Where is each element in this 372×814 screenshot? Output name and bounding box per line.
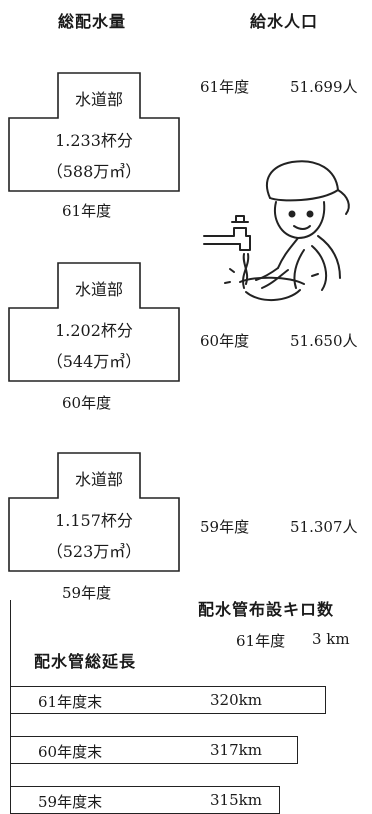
house-outline (8, 262, 180, 382)
volume-label: 水道部 (74, 470, 123, 489)
population-year-60: 60年度 (200, 332, 250, 350)
volume-figure-60: 水道部 1.202杯分 （544万㎥） (8, 262, 180, 382)
length-bar-value: 315km (210, 791, 262, 809)
volume-year-61: 61年度 (62, 202, 112, 220)
header-pipe-length: 配水管総延長 (34, 652, 137, 671)
volume-cups: 1.233杯分 (55, 131, 133, 150)
pipe-km-value: 3 km (312, 630, 350, 648)
house-outline (8, 452, 180, 572)
volume-cups: 1.202杯分 (55, 321, 133, 340)
length-bar: 59年度末 315km (10, 786, 280, 814)
volume-year-59: 59年度 (62, 584, 112, 602)
length-bar-value: 317km (210, 741, 262, 759)
house-outline (8, 72, 180, 192)
length-bar-value: 320km (210, 691, 262, 709)
population-value-60: 51.650人 (290, 332, 358, 350)
population-value-61: 51.699人 (290, 78, 358, 96)
volume-figure-61: 水道部 1.233杯分 （588万㎥） (8, 72, 180, 192)
length-bar-year: 61年度末 (38, 693, 103, 711)
volume-year-60: 60年度 (62, 394, 112, 412)
volume-m3: （544万㎥） (46, 352, 142, 371)
header-total-volume: 総配水量 (58, 12, 127, 31)
header-pipe-km: 配水管布設キロ数 (198, 600, 335, 619)
length-bar: 60年度末 317km (10, 736, 299, 764)
volume-label: 水道部 (74, 90, 123, 109)
volume-figure-59: 水道部 1.157杯分 （523万㎥） (8, 452, 180, 572)
pipe-km-year: 61年度 (236, 632, 286, 650)
girl-washing-at-faucet-icon (203, 160, 350, 301)
length-bar: 61年度末 320km (10, 686, 326, 714)
volume-label: 水道部 (74, 280, 123, 299)
length-bar-year: 59年度末 (38, 793, 103, 811)
volume-cups: 1.157杯分 (55, 511, 133, 530)
population-year-59: 59年度 (200, 518, 250, 536)
header-population: 給水人口 (250, 12, 319, 31)
length-bar-year: 60年度末 (38, 743, 103, 761)
population-year-61: 61年度 (200, 78, 250, 96)
population-value-59: 51.307人 (290, 518, 358, 536)
volume-m3: （588万㎥） (46, 162, 142, 181)
volume-m3: （523万㎥） (46, 542, 142, 561)
length-chart-axis (10, 600, 11, 814)
